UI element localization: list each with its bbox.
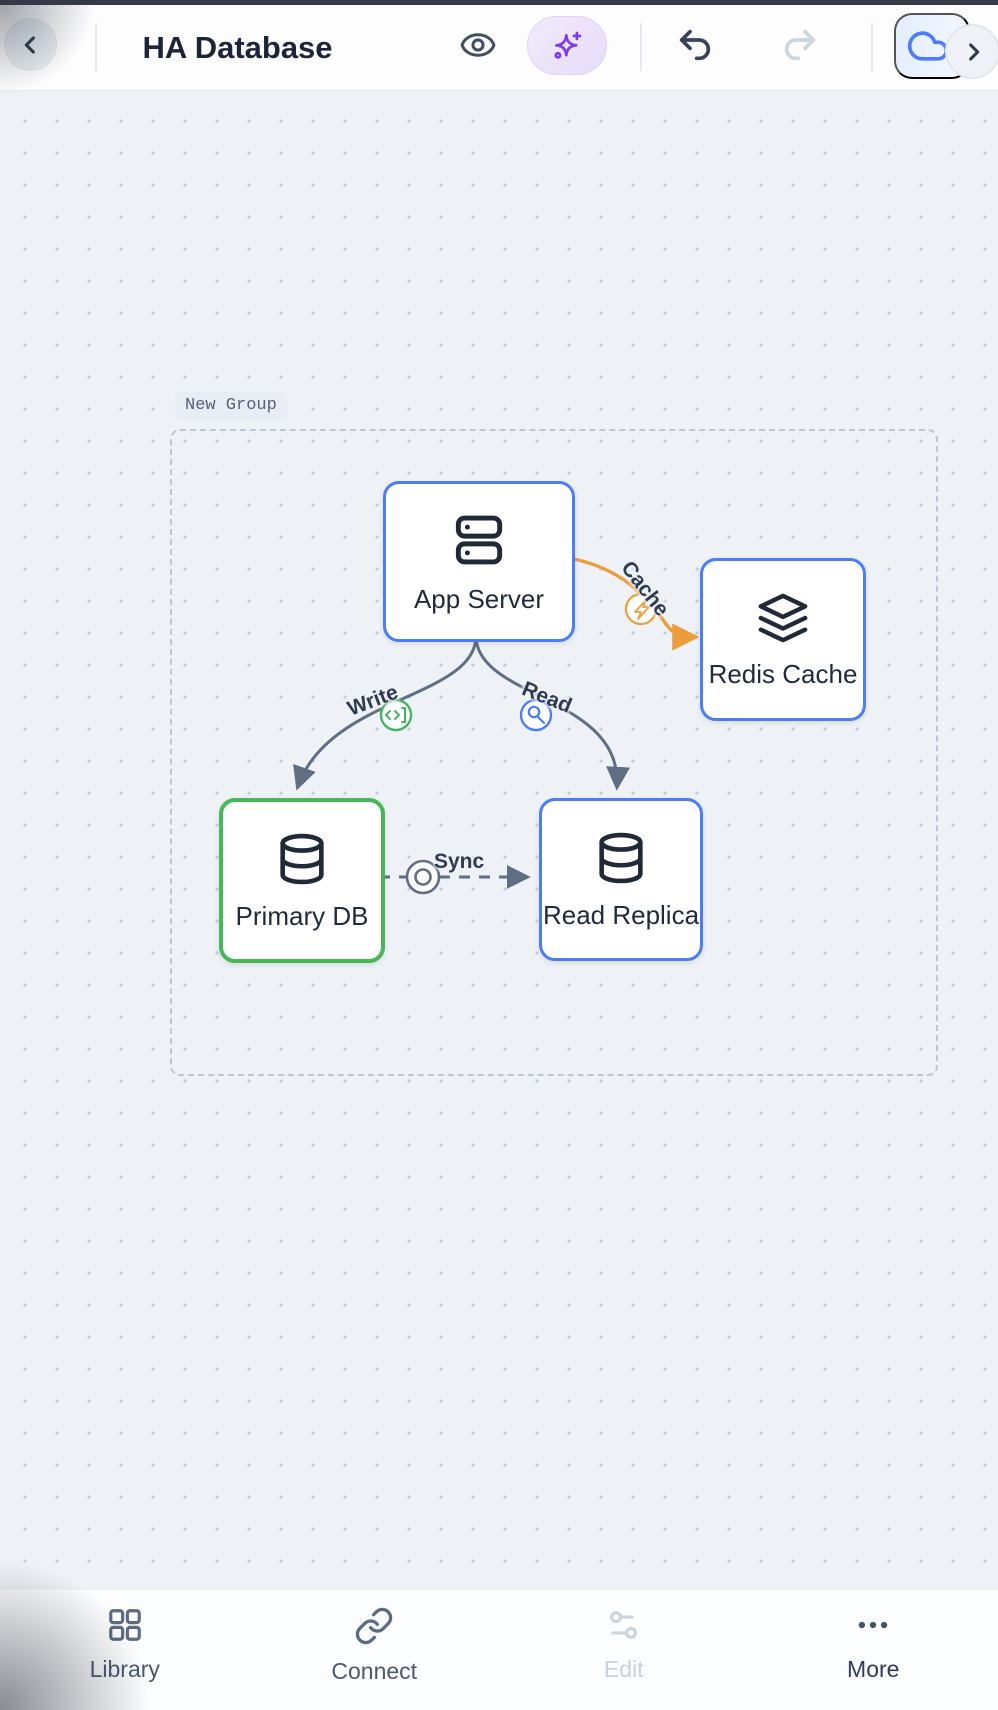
ai-assist-button[interactable] xyxy=(527,16,607,75)
ellipsis-icon xyxy=(854,1606,892,1644)
node-label: Primary DB xyxy=(235,900,369,931)
database-icon xyxy=(592,829,650,887)
nav-label: Library xyxy=(89,1656,160,1682)
topbar-divider xyxy=(640,23,642,71)
sparkles-icon xyxy=(550,29,584,63)
bottom-nav: Library Connect Edit xyxy=(0,1590,998,1710)
preview-button[interactable] xyxy=(450,17,506,73)
edge-label-sync[interactable]: Sync xyxy=(434,850,485,873)
topbar-divider xyxy=(95,23,97,71)
node-read-replica[interactable]: Read Replica xyxy=(539,798,703,961)
node-label: Redis Cache xyxy=(708,658,858,689)
nav-label: Edit xyxy=(603,1656,644,1682)
node-redis-cache[interactable]: Redis Cache xyxy=(700,558,866,721)
layers-icon xyxy=(755,590,811,646)
nav-label: More xyxy=(847,1656,900,1682)
chevron-right-icon xyxy=(959,38,987,66)
database-icon xyxy=(273,830,331,888)
nav-item-library[interactable]: Library xyxy=(0,1590,250,1710)
grid-icon xyxy=(106,1606,144,1644)
node-primary-db[interactable]: Primary DB xyxy=(219,798,385,963)
topbar-divider xyxy=(871,23,873,71)
nav-item-more[interactable]: More xyxy=(749,1590,998,1710)
redo-button[interactable] xyxy=(772,17,828,73)
server-icon xyxy=(448,509,510,571)
node-label: App Server xyxy=(413,583,545,614)
redo-icon xyxy=(780,25,820,65)
sliders-icon xyxy=(605,1606,643,1644)
node-app-server[interactable]: App Server xyxy=(383,481,575,642)
nav-label: Connect xyxy=(331,1658,418,1684)
chevron-left-icon xyxy=(17,31,45,59)
node-label: Read Replica xyxy=(542,899,700,930)
undo-button[interactable] xyxy=(667,17,723,73)
edges-layer xyxy=(293,556,700,895)
page-title: HA Database xyxy=(142,29,333,65)
eye-icon xyxy=(459,26,497,64)
link-icon xyxy=(354,1606,394,1646)
forward-button[interactable] xyxy=(945,24,998,79)
group-label[interactable]: New Group xyxy=(175,392,287,420)
nav-item-connect[interactable]: Connect xyxy=(250,1590,500,1710)
cloud-icon xyxy=(906,24,950,68)
undo-icon xyxy=(675,25,715,65)
diagram-canvas[interactable]: New Group xyxy=(0,90,998,1595)
nav-item-edit: Edit xyxy=(499,1590,749,1710)
top-bar: HA Database xyxy=(0,0,998,91)
top-edge-strip xyxy=(0,0,998,5)
back-button[interactable] xyxy=(4,18,57,71)
